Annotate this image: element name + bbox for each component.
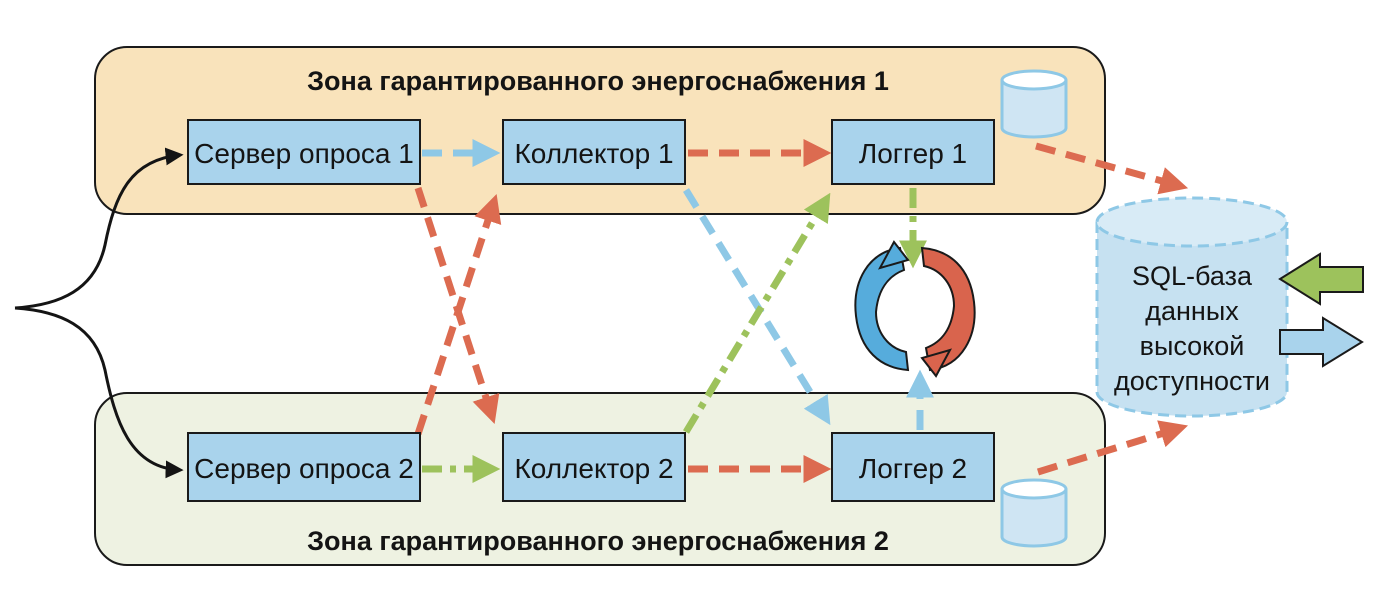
node-logger2-label: Логгер 2 — [859, 453, 967, 484]
input-fork — [14, 147, 184, 479]
connections — [414, 139, 1189, 483]
arrow-server1-collector2 — [414, 186, 500, 424]
node-server1: Сервер опроса 1 — [187, 119, 421, 185]
node-logger1: Логгер 1 — [831, 119, 995, 185]
sql-database: SQL-база данных высокой доступности — [1095, 196, 1289, 418]
node-collector1: Коллектор 1 — [502, 119, 686, 185]
node-collector2-label: Коллектор 2 — [514, 453, 673, 484]
arrow-db1-to-sql — [1035, 142, 1189, 195]
zone-1-database-icon — [1000, 69, 1068, 139]
node-logger1-label: Логгер 1 — [859, 138, 967, 169]
arrow-db2-to-sql — [1036, 420, 1189, 476]
node-server2: Сервер опроса 2 — [187, 432, 421, 502]
sql-database-line-3: высокой — [1140, 331, 1245, 361]
blue-output-arrow-icon — [1279, 316, 1364, 368]
arrow-server2-collector1 — [414, 194, 502, 436]
node-collector2: Коллектор 2 — [502, 432, 686, 502]
sql-database-line-2: данных — [1145, 296, 1239, 326]
zone-2-title: Зона гарантированного энергоснабжения 2 — [307, 526, 889, 556]
node-logger2: Логгер 2 — [831, 432, 995, 502]
zone-2-database-icon — [1000, 478, 1068, 548]
node-collector1-label: Коллектор 1 — [514, 138, 673, 169]
green-input-arrow-icon — [1278, 252, 1364, 306]
node-server1-label: Сервер опроса 1 — [194, 138, 414, 169]
node-server2-label: Сервер опроса 2 — [194, 453, 414, 484]
arrow-collector1-logger2 — [683, 188, 831, 426]
sql-database-line-4: доступности — [1114, 366, 1270, 396]
arrow-collector2-logger1 — [683, 192, 831, 434]
sql-database-line-1: SQL-база — [1132, 261, 1253, 291]
sync-cycle-icon — [854, 240, 976, 378]
zone-1-title: Зона гарантированного энергоснабжения 1 — [307, 66, 889, 96]
